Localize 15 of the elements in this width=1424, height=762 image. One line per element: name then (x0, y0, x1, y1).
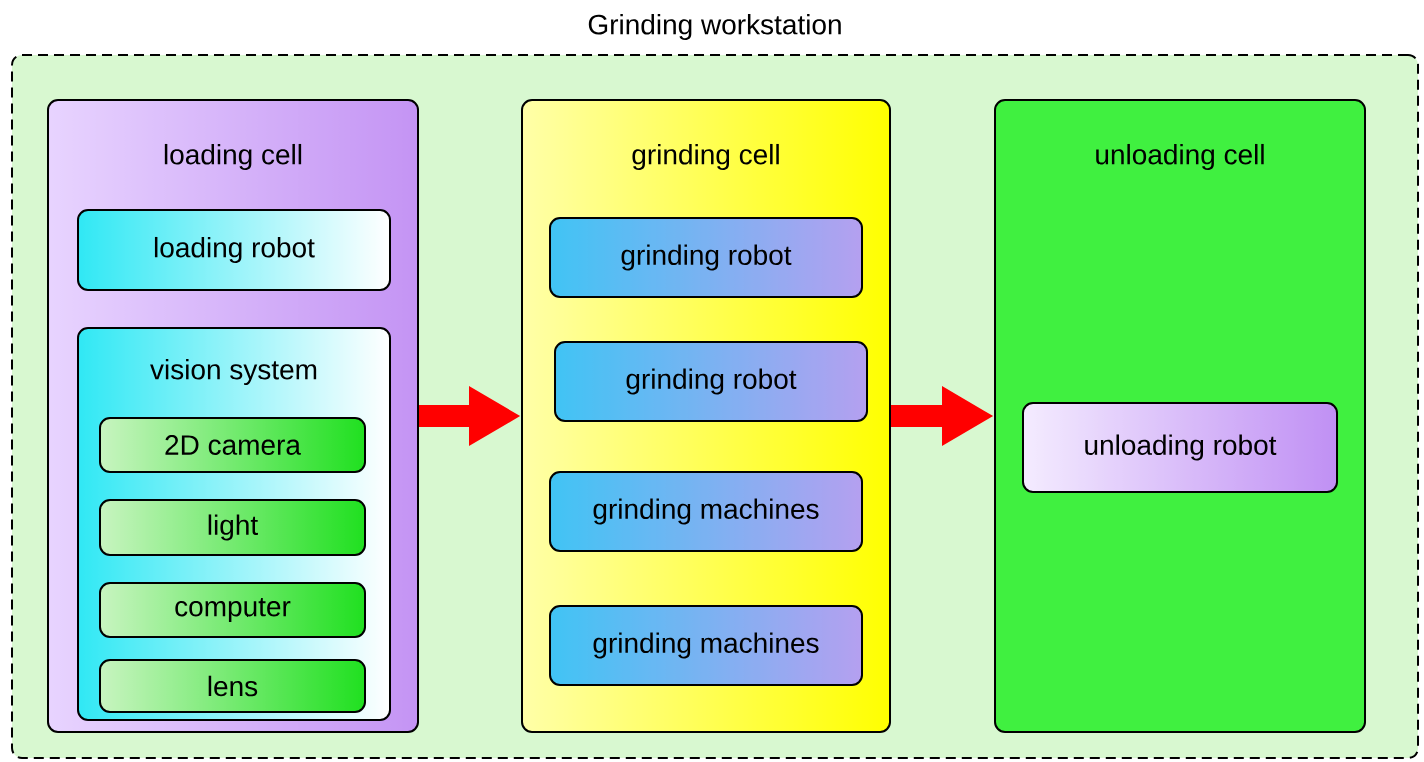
module-box: grinding robot (549, 217, 863, 298)
component-box: lens (99, 659, 366, 713)
component-box: light (99, 499, 366, 556)
heading: Grinding workstation (588, 13, 841, 41)
component-box: computer (99, 582, 366, 638)
heading: unloading cell (1096, 143, 1264, 171)
heading: loading cell (164, 143, 302, 171)
heading: grinding cell (632, 143, 779, 171)
module-box: loading robot (77, 209, 391, 291)
module-box: grinding robot (554, 341, 868, 422)
component-box: 2D camera (99, 417, 366, 473)
heading: vision system (150, 358, 317, 386)
module-box: grinding machines (549, 605, 863, 686)
module-box: grinding machines (549, 471, 863, 552)
module-box: unloading robot (1022, 402, 1338, 493)
